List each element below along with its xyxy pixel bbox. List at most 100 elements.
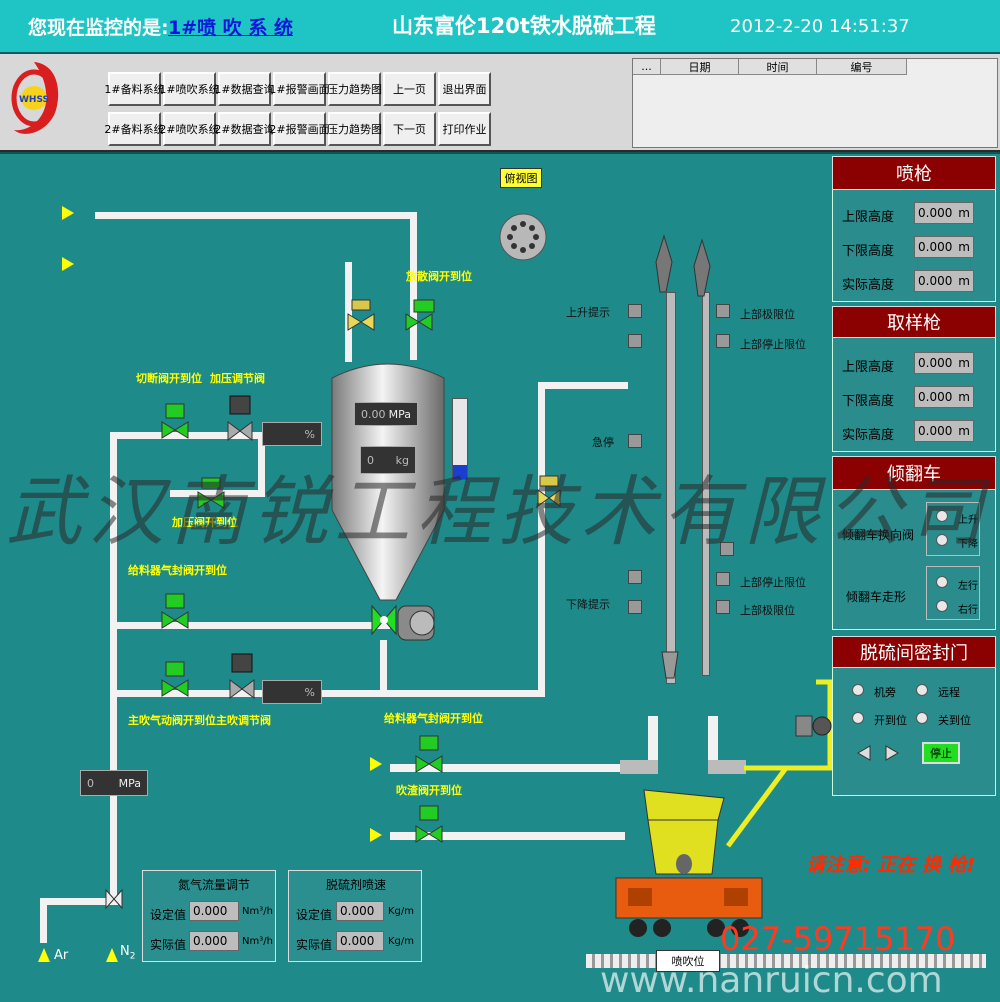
nav-2-stock-system[interactable]: 2#备料系统	[104, 112, 165, 146]
fall-hint-label: 下降提示	[566, 598, 610, 611]
valve-blow-slag-icon[interactable]	[414, 804, 444, 846]
nav-pressure-trend-1[interactable]: 压力趋势图	[327, 72, 382, 106]
spray-upper-label: 上限高度	[842, 210, 895, 225]
door-local-radio[interactable]	[852, 684, 864, 696]
n2-flow-act-unit: Nm³/h	[242, 936, 273, 947]
door-stop-button[interactable]: 停止	[922, 742, 960, 764]
tilt-right-label: 右行	[958, 605, 978, 616]
inlet-arrow-icon	[62, 257, 74, 271]
sample-upper-label: 上限高度	[842, 360, 895, 375]
n2-flow-set-unit: Nm³/h	[242, 906, 273, 917]
n2-flow-act-value: 0.000	[189, 931, 239, 951]
nav-2-injection-system[interactable]: 2#喷吹系统	[159, 112, 220, 146]
sample-gun-title: 取样枪	[832, 306, 996, 338]
desulf-speed-act-value: 0.000	[336, 931, 384, 951]
project-title: 山东富伦120t铁水脱硫工程	[392, 14, 656, 38]
valve-main-blow-icon[interactable]	[160, 660, 190, 700]
nav-next-page[interactable]: 下一页	[383, 112, 436, 146]
nav-1-stock-system[interactable]: 1#备料系统	[104, 72, 165, 106]
door-remote-radio[interactable]	[916, 684, 928, 696]
n2-valve-icon[interactable]	[104, 888, 124, 910]
rise-hint-indicator-2	[628, 334, 642, 348]
nav-print[interactable]: 打印作业	[438, 112, 491, 146]
desulf-speed-set-input[interactable]: 0.000	[336, 901, 384, 921]
n2-flow-set-input[interactable]: 0.000	[189, 901, 239, 921]
sample-lance-hook-icon	[693, 238, 711, 297]
spray-gun-title: 喷枪	[832, 156, 996, 190]
datetime-display: 2012-2-20 14:51:37	[730, 16, 910, 37]
rise-hint-label: 上升提示	[566, 306, 610, 319]
door-valve-icon[interactable]	[794, 700, 834, 750]
spray-lower-label: 下限高度	[842, 244, 895, 259]
valve-feeder-seal-icon[interactable]	[160, 592, 190, 632]
main-blow-pct-gauge: %	[262, 680, 322, 704]
door-open-label: 开到位	[874, 714, 907, 727]
door-close-arrow-icon[interactable]	[884, 744, 900, 762]
pipe-ar-vertical	[40, 898, 47, 943]
alarm-col-more[interactable]: ...	[633, 59, 661, 75]
valve-pressurize-reg-icon[interactable]	[226, 394, 254, 444]
nav-1-data-query[interactable]: 1#数据查询	[214, 72, 275, 106]
alarm-col-id[interactable]: 编号	[817, 59, 907, 75]
valve-feeder-seal-2-label: 给料器气封阀开到位	[384, 712, 483, 725]
valve-main-blow-reg-icon[interactable]	[228, 652, 256, 702]
alarm-col-time[interactable]: 时间	[739, 59, 817, 75]
tilt-left-radio[interactable]	[936, 576, 948, 588]
valve-left-top-icon[interactable]	[346, 298, 376, 334]
nav-1-alarm-screen[interactable]: 1#报警画面	[269, 72, 330, 106]
nav-1-injection-system[interactable]: 1#喷吹系统	[159, 72, 220, 106]
alarm-table[interactable]: ... 日期 时间 编号	[632, 58, 998, 148]
tilt-down-label: 下降	[958, 539, 978, 550]
top-view-button[interactable]: 俯视图	[500, 168, 542, 188]
sample-lance	[702, 292, 710, 676]
lower-stop-label: 上部停止限位	[740, 576, 806, 589]
tilt-right-radio[interactable]	[936, 600, 948, 612]
mid-indicator	[720, 542, 734, 556]
spray-actual-label: 实际高度	[842, 278, 895, 293]
nav-2-alarm-screen[interactable]: 2#报警画面	[269, 112, 330, 146]
rotary-feeder-valve-icon[interactable]	[370, 604, 398, 636]
door-open-arrow-icon[interactable]	[856, 744, 872, 762]
gas-n2-label: N2	[120, 944, 136, 962]
valve-feeder-seal-2-icon[interactable]	[414, 734, 444, 776]
monitor-system-link[interactable]: 1#喷 吹 系 统	[168, 17, 293, 39]
pipe-main-vertical	[110, 432, 117, 902]
pipe-right-top	[538, 382, 628, 389]
fall-hint-indicator-1	[628, 570, 642, 584]
nav-2-data-query[interactable]: 2#数据查询	[214, 112, 275, 146]
lower-stop-indicator	[716, 572, 730, 586]
valve-pressurize-icon[interactable]	[196, 476, 226, 512]
nav-exit[interactable]: 退出界面	[438, 72, 491, 106]
nav-prev-page[interactable]: 上一页	[383, 72, 436, 106]
valve-right-icon[interactable]	[536, 474, 562, 510]
inlet-arrow-icon	[370, 757, 382, 771]
tilt-down-radio[interactable]	[936, 534, 948, 546]
ar-inlet-arrow-icon	[38, 948, 50, 962]
valve-cutoff-icon[interactable]	[160, 402, 190, 442]
n2-inlet-arrow-icon	[106, 948, 118, 962]
ladle-car-icon	[615, 789, 763, 937]
desulf-speed-set-label: 设定值	[296, 908, 333, 922]
n2-flow-act-label: 实际值	[150, 938, 187, 952]
website-watermark: www.nanruicn.com	[600, 960, 943, 1001]
feeder-motor-icon	[397, 605, 435, 641]
phone-watermark: 027-59715170	[720, 920, 956, 958]
upper-stop-label: 上部停止限位	[740, 338, 806, 351]
pressurize-pct-gauge: %	[262, 422, 322, 446]
valve-discharge-icon[interactable]	[404, 298, 438, 334]
company-watermark: 武汉南锐工程技术有限公司	[6, 467, 990, 556]
door-close-indicator	[916, 712, 928, 724]
rise-hint-indicator-1	[628, 304, 642, 318]
emergency-stop-indicator[interactable]	[628, 434, 642, 448]
tilt-up-radio[interactable]	[936, 510, 948, 522]
monitor-label: 您现在监控的是:	[28, 17, 169, 39]
pipe-bypass-vertical	[258, 432, 265, 492]
alarm-col-date[interactable]: 日期	[661, 59, 739, 75]
hopper-chute-right	[708, 716, 718, 764]
nav-pressure-trend-2[interactable]: 压力趋势图	[327, 112, 382, 146]
